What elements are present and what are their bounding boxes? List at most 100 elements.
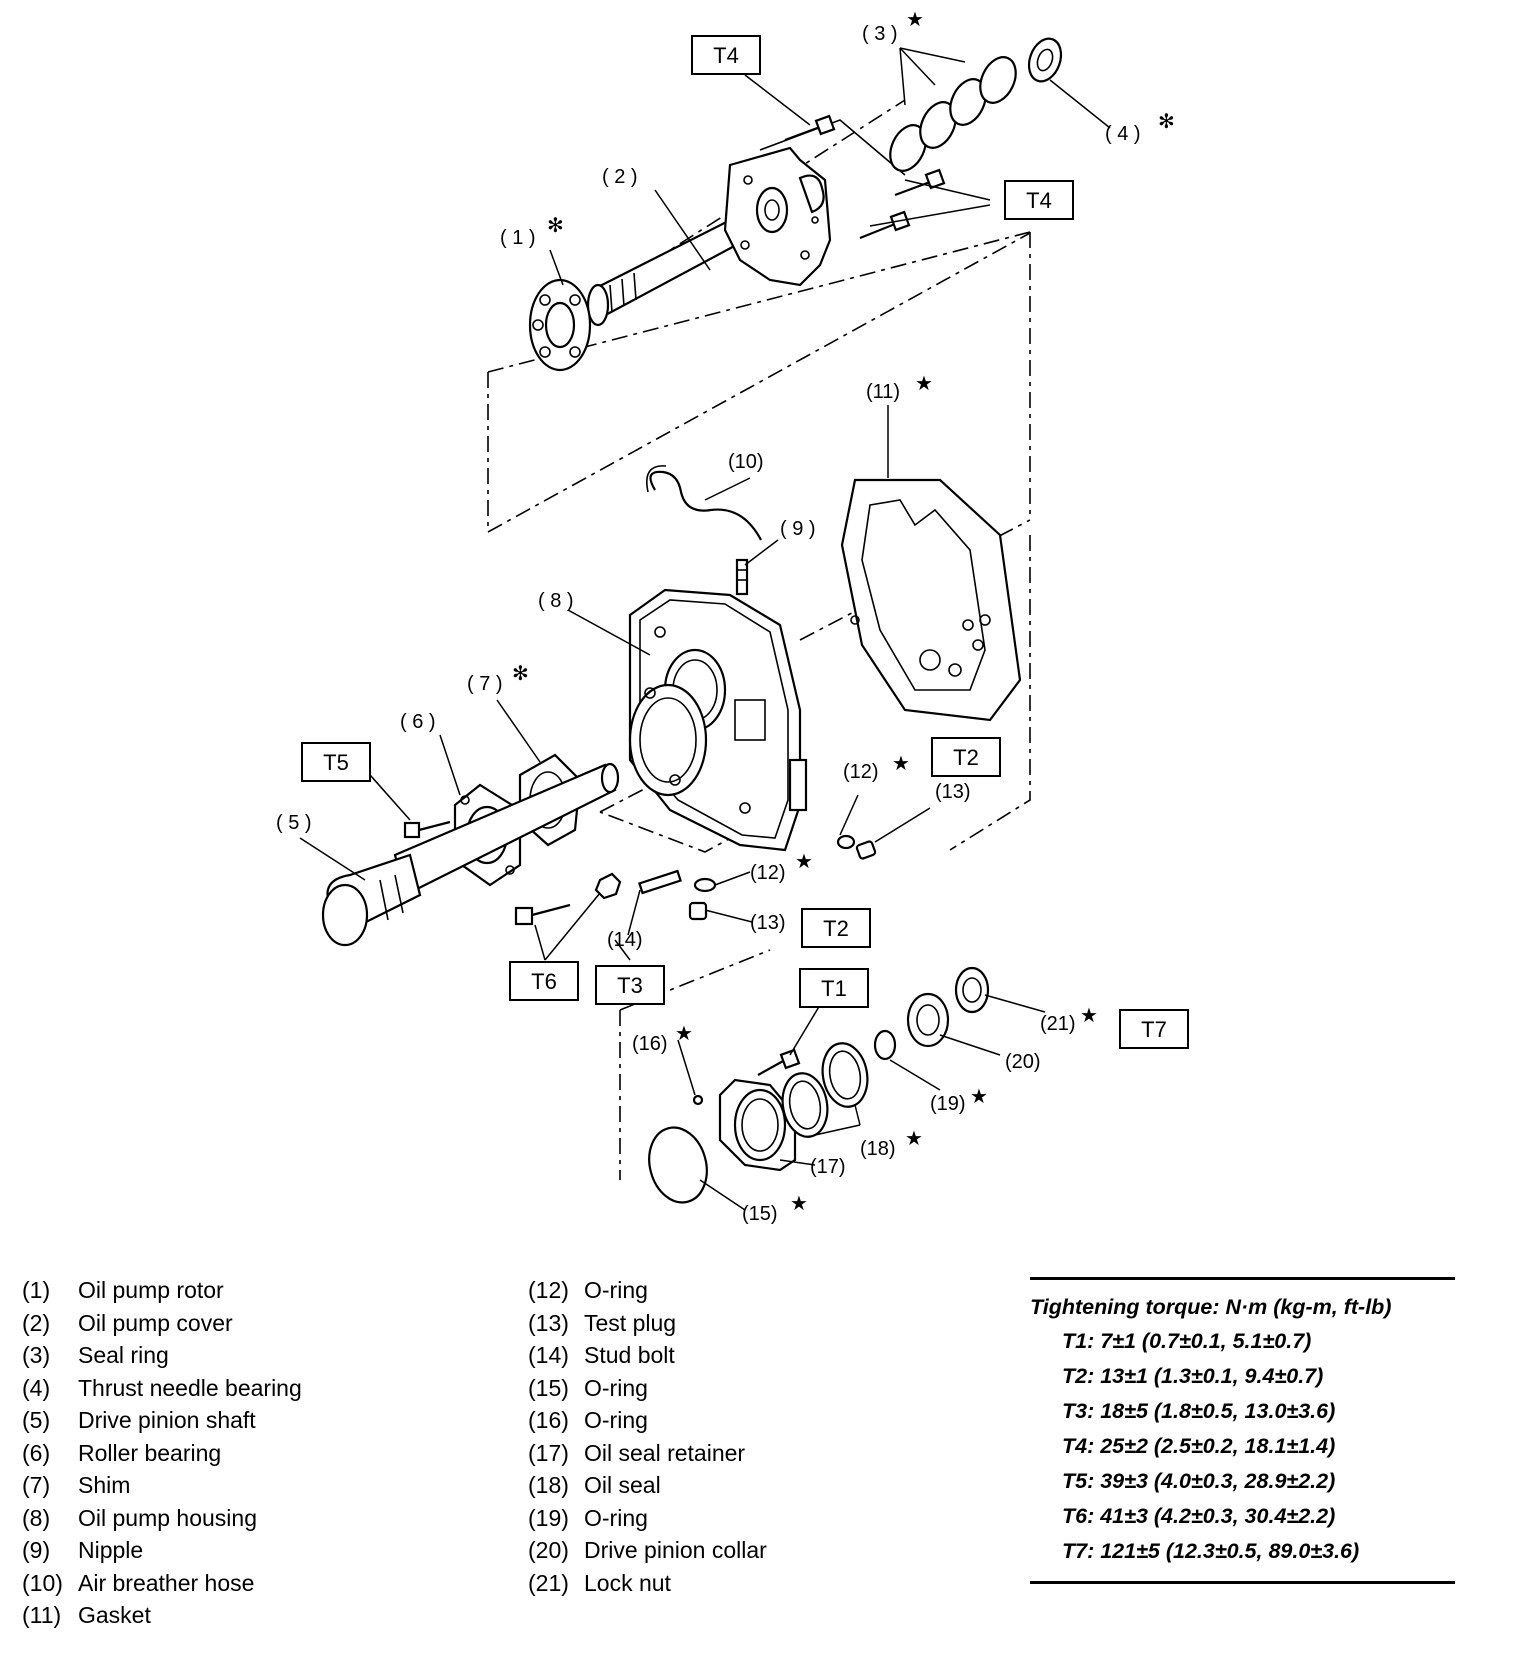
gasket (840, 478, 1022, 722)
star-icon: ★ (790, 1193, 808, 1215)
callout-6: ( 6 ) (400, 711, 436, 733)
legend-number: (1) (22, 1277, 51, 1303)
star-icon: ★ (906, 9, 924, 31)
t1-bolt (757, 1048, 801, 1076)
legend-item: (12) O-ring (528, 1274, 767, 1307)
drive-pinion-shaft (321, 762, 620, 947)
legend-number: (14) (528, 1342, 569, 1368)
torque-spec-row: T6: 41±3 (4.2±0.3, 30.4±2.2) (1062, 1504, 1336, 1528)
legend-part-name: Oil seal (584, 1472, 661, 1498)
star-icon: ★ (915, 373, 933, 395)
legend-number: (12) (528, 1277, 569, 1303)
callout-11: (11) (866, 381, 900, 403)
legend-item: (18) Oil seal (528, 1469, 767, 1502)
leader-lines (299, 47, 1111, 1211)
legend-number: (10) (22, 1569, 63, 1596)
tag-t2-upper: T2 (953, 745, 979, 770)
table-bottom-rule (1030, 1581, 1455, 1584)
legend-item: (17)Oil seal retainer (528, 1437, 767, 1470)
oil-pump-rotor (528, 278, 592, 372)
legend-part-name: Test plug (584, 1309, 677, 1336)
legend-item: (21) Lock nut (528, 1567, 767, 1600)
legend-part-name: Drive pinion collar (584, 1537, 767, 1563)
legend-part-name: O-ring (584, 1374, 648, 1401)
tag-t5: T5 (323, 750, 349, 775)
legend-number: (2) (22, 1309, 51, 1336)
tag-t6: T6 (531, 969, 557, 994)
tightening-torque-table: Tightening torque: N·m (kg-m, ft-lb) T1:… (1030, 1277, 1455, 1584)
legend-number: (19) (528, 1504, 569, 1531)
legend-number: (21) (528, 1569, 569, 1596)
o-ring-15 (648, 1126, 708, 1204)
callout-15: (15) (742, 1203, 778, 1225)
legend-item: (15)O-ring (528, 1372, 767, 1405)
legend-number: (9) (22, 1537, 51, 1563)
marking-symbols: ★ ✻ ✻ ★ ✻ ★ ★ ★ ★ ★ ★ ★ (512, 9, 1175, 1215)
torque-spec-row: T4: 25±2 (2.5±0.2, 18.1±1.4) (1062, 1434, 1336, 1458)
legend-number: (11) (22, 1602, 62, 1628)
legend-part-name: Oil pump rotor (78, 1277, 224, 1303)
asterisk-icon: ✻ (1158, 111, 1175, 133)
torque-spec-row: T1: 7±1 (0.7±0.1, 5.1±0.7) (1062, 1329, 1312, 1353)
test-plug-13-a (855, 840, 877, 860)
legend-item: (6)Roller bearing (22, 1437, 302, 1470)
o-ring-19 (873, 1029, 897, 1061)
star-icon: ★ (892, 753, 910, 775)
star-icon: ★ (1080, 1005, 1098, 1027)
oil-seal-retainer (718, 1078, 797, 1172)
legend-number: (4) (22, 1374, 51, 1401)
legend-item: (9) Nipple (22, 1534, 302, 1567)
oil-pump-cover (586, 119, 906, 327)
legend-number: (20) (528, 1537, 569, 1563)
tag-t3: T3 (617, 973, 643, 998)
torque-spec-row: T2: 13±1 (1.3±0.1, 9.4±0.7) (1062, 1364, 1324, 1388)
legend-item: (8) Oil pump housing (22, 1502, 302, 1535)
t5-bolt (403, 820, 451, 839)
legend-part-name: O-ring (584, 1277, 648, 1303)
tag-t4-right: T4 (1026, 188, 1052, 213)
legend-part-name: Air breather hose (78, 1569, 255, 1596)
tag-t2-lower: T2 (823, 916, 849, 941)
callout-12b: (12) (750, 862, 786, 884)
callout-13a: (13) (935, 781, 971, 803)
legend-part-name: Thrust needle bearing (78, 1374, 302, 1401)
legend-item: (13) Test plug (528, 1307, 767, 1340)
parts-legend-left: (1) Oil pump rotor (2)Oil pump cover(3)Sea… (22, 1274, 302, 1632)
seal-rings (889, 56, 1017, 172)
o-ring-12-b (693, 877, 717, 893)
legend-number: (8) (22, 1504, 51, 1531)
legend-number: (7) (22, 1472, 51, 1498)
legend-part-name: Lock nut (584, 1569, 671, 1596)
callout-12a: (12) (843, 761, 879, 783)
callout-21: (21) (1040, 1013, 1076, 1035)
legend-part-name: Gasket (78, 1602, 151, 1628)
callout-9: ( 9 ) (780, 518, 816, 540)
lock-nut (954, 966, 990, 1014)
legend-item: (10) Air breather hose (22, 1567, 302, 1600)
t3-nut-stud (594, 869, 682, 900)
legend-part-name: Shim (78, 1472, 131, 1498)
parts-legend-middle: (12) O-ring (13) Test plug (14)Stud bolt(15)… (528, 1274, 767, 1599)
legend-number: (5) (22, 1407, 51, 1433)
legend-number: (18) (528, 1472, 569, 1498)
legend-item: (19)O-ring (528, 1502, 767, 1535)
nipple (735, 558, 749, 596)
legend-item: (4) Thrust needle bearing (22, 1372, 302, 1405)
callout-5: ( 5 ) (276, 812, 312, 834)
legend-part-name: Nipple (78, 1537, 144, 1563)
legend-item: (16)O-ring (528, 1404, 767, 1437)
star-icon: ★ (795, 851, 813, 873)
asterisk-icon: ✻ (547, 215, 564, 237)
legend-part-name: Oil pump housing (78, 1504, 257, 1531)
legend-item: (3)Seal ring (22, 1339, 302, 1372)
legend-number: (16) (528, 1407, 569, 1433)
legend-item: (14)Stud bolt (528, 1339, 767, 1372)
legend-item: (2)Oil pump cover (22, 1307, 302, 1340)
legend-number: (6) (22, 1439, 51, 1466)
exploded-view-diagram: .part { fill: #fff; stroke: #000; stroke… (276, 9, 1189, 1225)
legend-item: (7) Shim (22, 1469, 302, 1502)
star-icon: ★ (905, 1128, 923, 1150)
torque-heading: Tightening torque: N·m (kg-m, ft-lb) (1030, 1295, 1392, 1319)
callout-8: ( 8 ) (538, 590, 574, 612)
legend-number: (13) (528, 1309, 569, 1336)
